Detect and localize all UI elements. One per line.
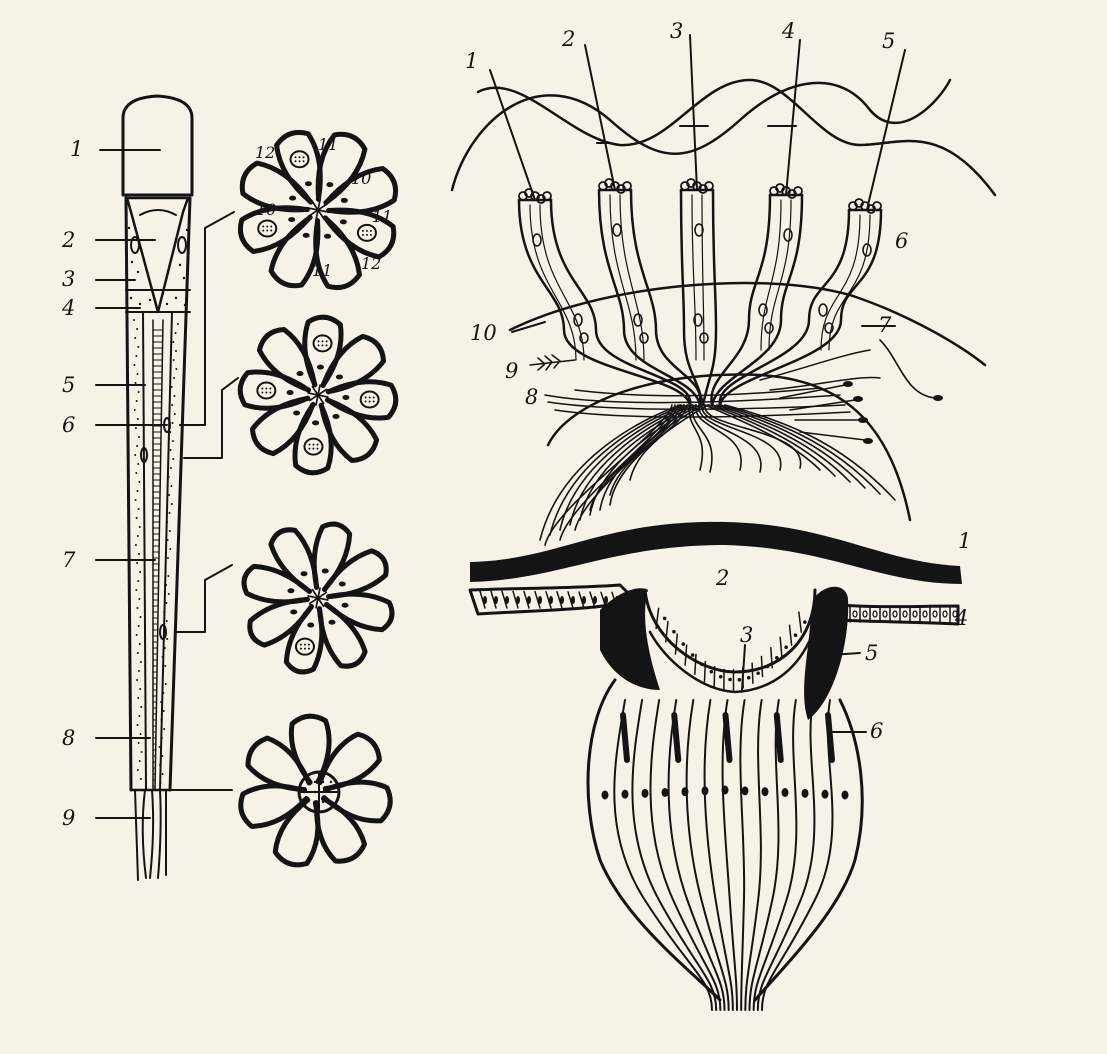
cross-section-4 — [241, 716, 390, 865]
part-label-9: 9 — [505, 359, 518, 383]
ommatidium-labels: 1 2 3 4 5 6 7 8 9 — [61, 137, 83, 830]
receptor-label-5: 5 — [882, 29, 895, 53]
ommatidium-lens — [123, 96, 192, 195]
retinula-cell — [240, 372, 308, 408]
ommatidium-label-5: 5 — [62, 373, 75, 397]
receptor-column — [681, 179, 716, 405]
pit-label-4: 4 — [954, 606, 968, 630]
ommatidium-label-1: 1 — [70, 137, 83, 161]
retinula-cell — [271, 217, 318, 285]
pit-label-1: 1 — [958, 529, 971, 553]
cross-section-2 — [240, 317, 396, 473]
cell-number: 12 — [255, 143, 275, 162]
cell-number: 11 — [312, 261, 332, 280]
ommatidium-label-8: 8 — [62, 726, 75, 750]
part-label-6: 6 — [895, 229, 908, 253]
ommatidium-label-2: 2 — [61, 228, 75, 252]
receptor-label-4: 4 — [781, 19, 795, 43]
retinula-cell — [271, 530, 317, 592]
cell-nucleus — [291, 151, 309, 167]
receptor-rays — [490, 35, 905, 205]
retinula-cell — [242, 163, 310, 210]
pit-label-5: 5 — [865, 641, 878, 665]
leaf-structure — [530, 355, 575, 370]
ommatidium-nerve-fibres — [135, 790, 166, 880]
ommatidium-label-6: 6 — [62, 413, 75, 437]
cell-number: 12 — [361, 254, 381, 273]
pit-label-3: 3 — [740, 623, 753, 647]
cell-nucleus — [296, 639, 314, 655]
light-wave-2 — [478, 80, 995, 195]
part-label-10: 10 — [470, 321, 497, 345]
ommatidium-label-3: 3 — [62, 267, 75, 291]
cell-number: 11 — [318, 135, 338, 154]
cross-section-3 — [244, 524, 392, 672]
receptor-label-2: 2 — [561, 27, 575, 51]
ommatidium-label-4: 4 — [61, 296, 75, 320]
cell-number: 10 — [256, 200, 276, 219]
retinula-cell — [325, 551, 387, 597]
ommatidium-crystalline-cone — [127, 198, 188, 312]
pit-label-6: 6 — [870, 719, 883, 743]
pit-label-2: 2 — [715, 566, 729, 590]
retinula-cell — [320, 605, 366, 667]
receptor-column — [599, 179, 700, 405]
ommatidium-label-9: 9 — [62, 806, 75, 830]
cell-number: 11 — [372, 207, 392, 226]
cell-nucleus — [358, 225, 376, 241]
retina-diagram: 1 2 3 4 5 6 7 8 9 10 — [452, 19, 995, 545]
receptor-label-3: 3 — [670, 19, 683, 43]
cell-nucleus — [314, 335, 332, 351]
ommatidium-diagram: 1 2 3 4 5 6 7 8 9 — [61, 96, 192, 880]
ommatidium-outer-wall — [126, 198, 190, 790]
cell-nucleus — [258, 220, 276, 236]
cell-nucleus — [257, 382, 275, 398]
cell-nucleus — [304, 439, 322, 455]
retina-receptor-labels: 1 2 3 4 5 — [465, 19, 895, 73]
part-label-8: 8 — [525, 385, 538, 409]
ommatidium-label-7: 7 — [62, 548, 76, 572]
retinula-cell — [241, 786, 307, 826]
retinula-cell — [316, 799, 364, 862]
pit-eye-diagram: 1 2 3 4 5 6 — [470, 522, 971, 1010]
cell-nucleus — [361, 392, 379, 408]
receptor-label-1: 1 — [465, 49, 478, 73]
cell-number: 10 — [351, 169, 371, 188]
